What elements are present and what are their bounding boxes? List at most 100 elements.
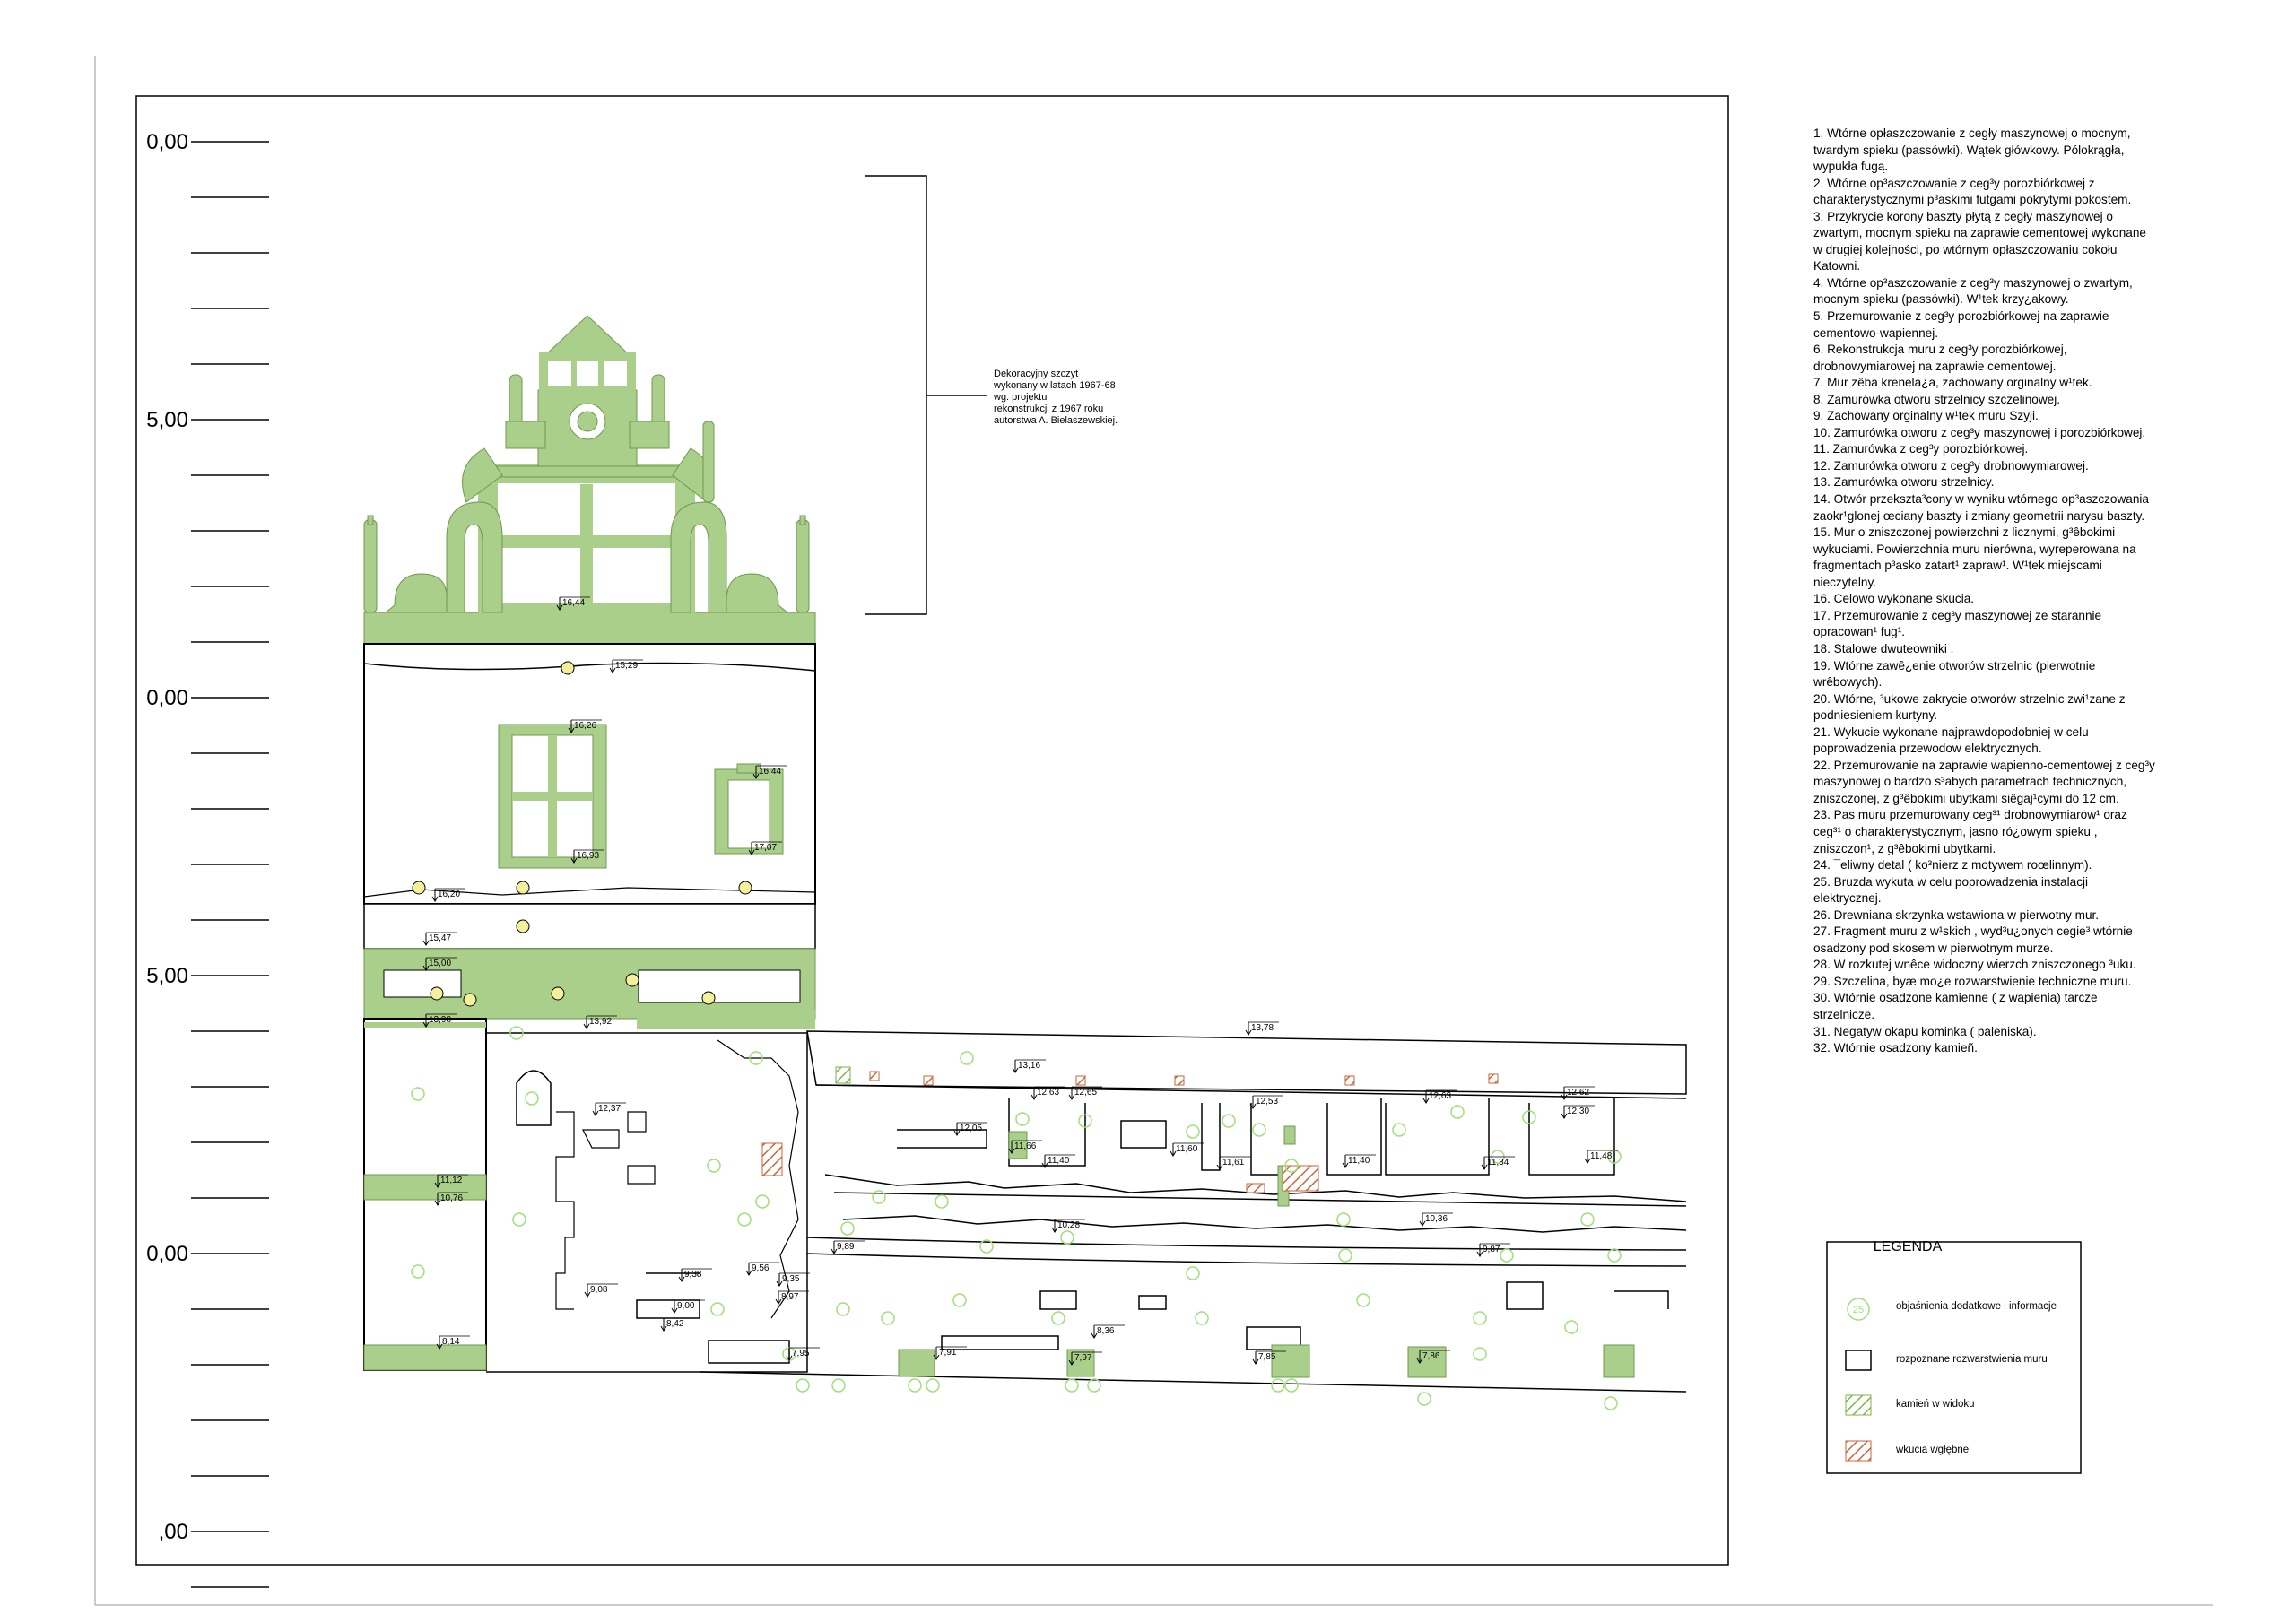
elevation-mark: 17,07 [748, 841, 782, 855]
elevation-mark: 7,91 [933, 1346, 967, 1360]
note-marker [1473, 1347, 1487, 1361]
note-item: 2. Wtórne op³aszczowanie z ceg³y porozbi… [1813, 176, 2132, 207]
note-item: 7. Mur zêba krenela¿a, zachowany orginal… [1813, 376, 2092, 390]
elevation-value: 13,92 [589, 1017, 612, 1027]
elevation-marks: 16,4415,2916,2616,4416,9317,0716,2015,47… [422, 596, 1618, 1366]
note-marker [908, 1378, 922, 1393]
scale-label: ,00 [159, 1520, 188, 1544]
note-marker [1500, 1248, 1514, 1263]
elevation-value: 8,42 [666, 1319, 684, 1329]
elevation-value: 12,63 [1429, 1091, 1451, 1101]
elevation-value: 8,14 [442, 1337, 460, 1347]
note-marker [710, 1302, 725, 1316]
note-item: 5. Przemurowanie z ceg³y porozbiórkowej … [1813, 309, 2109, 340]
elevation-mark: 9,00 [671, 1299, 705, 1314]
elevation-value: 12,62 [1567, 1088, 1589, 1098]
elevation-value: 12,05 [960, 1124, 982, 1133]
note-item: 13. Zamurówka otworu strzelnicy. [1813, 475, 1995, 490]
note-marker [1338, 1248, 1352, 1263]
note-item: 19. Wtórne zawê¿enie otworów strzelnic (… [1813, 658, 2096, 690]
elevation-mark: 15,47 [422, 932, 457, 946]
note-item: 28. W rozkutej wnêce widoczny wierzch zn… [1813, 958, 2136, 972]
legend-label-cuts: wkucia wgłębne [1896, 1445, 1970, 1455]
elevation-value: 10,76 [440, 1193, 463, 1203]
elevation-value: 10,36 [1425, 1214, 1448, 1224]
decorative-gable [363, 315, 816, 645]
elevation-value: 12,53 [1256, 1097, 1278, 1107]
elevation-value: 15,00 [429, 959, 451, 968]
note-marker [1015, 1112, 1030, 1126]
note-marker [1580, 1212, 1595, 1227]
elevation-mark: 16,26 [568, 719, 602, 733]
elevation-value: 9,87 [1483, 1245, 1500, 1254]
elevation-value: 7,97 [1074, 1353, 1092, 1363]
legend-stone-swatch [1845, 1394, 1872, 1416]
elevation-value: 11,66 [1014, 1141, 1037, 1151]
elevation-mark: 13,92 [583, 1015, 617, 1029]
annotation-line: wg. projektu [993, 392, 1047, 403]
elevation-value: 17,07 [754, 843, 777, 853]
elevation-mark: 12,05 [953, 1122, 987, 1136]
annotation-line: wykonany w latach 1967-68 [993, 380, 1116, 391]
elevation-mark: 13,16 [1012, 1059, 1046, 1073]
elevation-mark: 9,56 [745, 1262, 779, 1276]
elevation-mark: 12,63 [1422, 1089, 1457, 1104]
note-marker [1065, 1378, 1079, 1393]
elevation-mark: 9,35 [776, 1272, 810, 1287]
legend-title: LEGENDA [1873, 1239, 1943, 1254]
note-marker [1473, 1311, 1487, 1325]
elevation-value: 13,98 [429, 1015, 451, 1025]
height-scale [191, 141, 269, 1588]
elevation-value: 8,36 [1097, 1326, 1115, 1336]
elevation-value: 9,38 [684, 1270, 702, 1280]
elevation-mark: 8,14 [436, 1335, 470, 1350]
annotation-line: Dekoracyjny szczyt [994, 369, 1078, 379]
note-marker [952, 1293, 967, 1307]
note-marker [1450, 1105, 1465, 1119]
legend-label-layers: rozpoznane rozwarstwienia muru [1896, 1354, 2048, 1365]
elevation-value: 9,35 [782, 1274, 800, 1284]
note-marker [831, 1378, 846, 1393]
note-item: 25. Bruzda wykuta w celu poprowadzenia i… [1813, 874, 2089, 906]
scale-label: 0,00 [146, 1242, 188, 1266]
legend-label-markers: objaśnienia dodatkowe i informacje [1896, 1301, 2057, 1312]
elevation-mark: 16,20 [431, 888, 465, 902]
elevation-mark: 7,97 [1068, 1351, 1102, 1366]
note-item: 9. Zachowany orginalny w¹tek muru Szyji. [1813, 409, 2039, 423]
note-item: 30. Wtórnie osadzone kamienne ( z wapien… [1813, 991, 2098, 1021]
note-item: 26. Drewniana skrzynka wstawiona w pierw… [1813, 907, 2100, 922]
note-marker [512, 1212, 526, 1227]
elevation-value: 10,28 [1057, 1220, 1080, 1230]
note-item: 21. Wykucie wykonane najprawdopodobniej … [1813, 725, 2089, 756]
elevation-value: 11,40 [1048, 1156, 1070, 1166]
note-marker [960, 1051, 974, 1065]
elevation-value: 16,44 [562, 598, 585, 608]
height-scale-labels: 0,005,000,005,000,00,00 [146, 130, 188, 1544]
note-item: 15. Mur o zniszczonej powierzchni z licz… [1813, 525, 2136, 589]
note-item: 24. ¯eliwny detal ( ko³nierz z motywem r… [1813, 858, 2092, 872]
elevation-mark: 12,53 [1249, 1095, 1283, 1109]
note-item: 16. Celowo wykonane skucia. [1813, 592, 1975, 606]
elevation-value: 13,78 [1251, 1023, 1274, 1033]
elevation-mark: 15,29 [609, 659, 643, 673]
elevation-value: 16,44 [759, 767, 781, 777]
scale-label: 0,00 [146, 130, 188, 154]
elevation-mark: 8,36 [1091, 1324, 1125, 1339]
elevation-value: 12,63 [1037, 1088, 1059, 1098]
note-marker [1186, 1124, 1200, 1139]
note-marker [525, 1091, 539, 1106]
elevation-mark: 8,97 [775, 1290, 809, 1305]
elevation-value: 8,97 [781, 1292, 799, 1302]
elevation-mark: 16,44 [556, 596, 590, 611]
elevation-value: 16,26 [574, 721, 596, 731]
notes-list: 1. Wtórne opłaszczowanie z cegły maszyno… [1813, 126, 2156, 1057]
scale-label: 5,00 [146, 964, 188, 988]
elevation-mark: 7,86 [1416, 1350, 1450, 1364]
elevation-mark: 10,28 [1051, 1219, 1085, 1233]
note-marker [707, 1159, 721, 1173]
elevation-mark: 12,37 [592, 1102, 626, 1116]
elevation-mark: 9,38 [678, 1268, 712, 1282]
note-item: 8. Zamurówka otworu strzelnicy szczelino… [1813, 392, 2060, 406]
note-marker [749, 1051, 763, 1065]
